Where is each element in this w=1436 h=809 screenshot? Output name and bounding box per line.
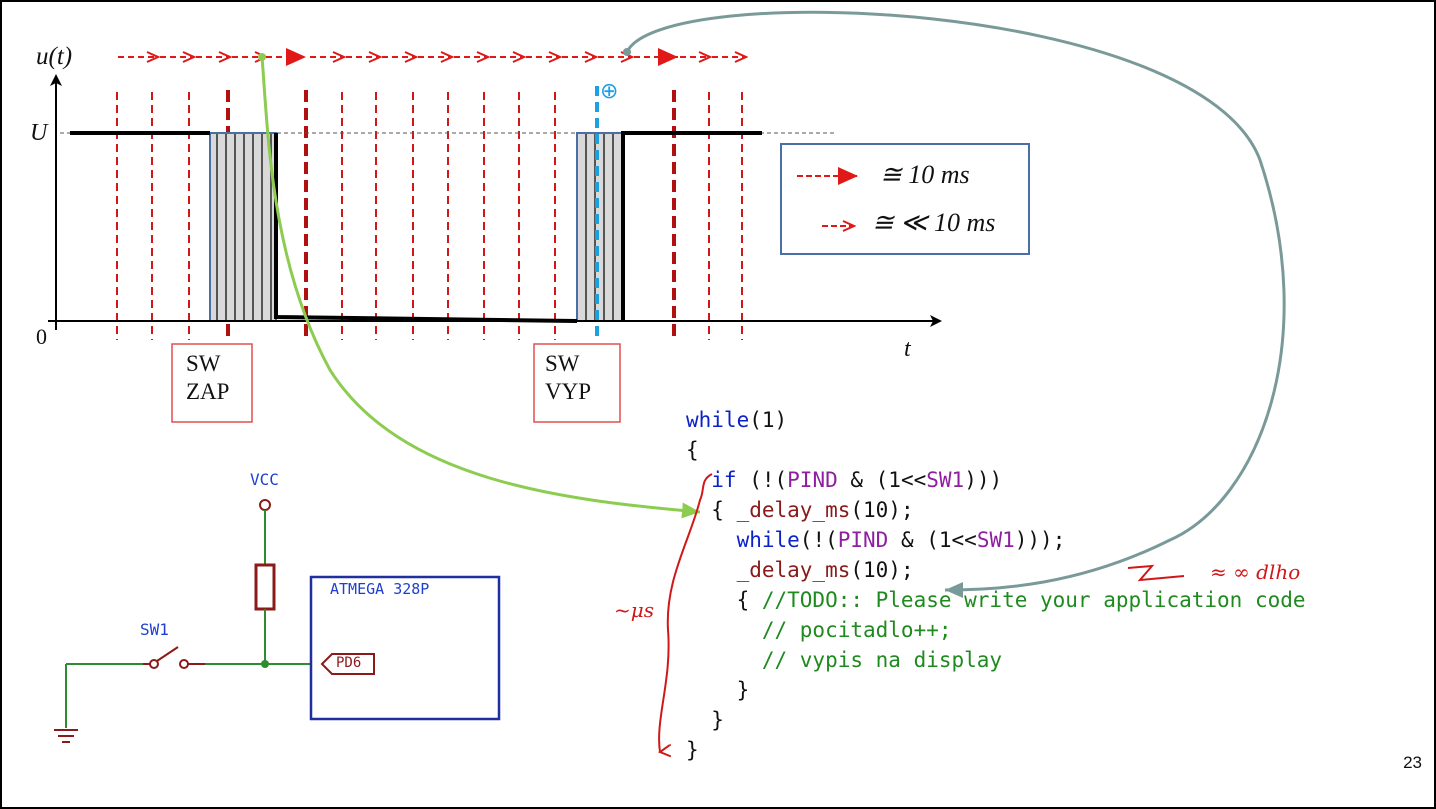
code-token: PIND bbox=[837, 528, 889, 552]
legend-item-delay: ≅ 10 ms bbox=[880, 160, 970, 189]
signal-waveform-high bbox=[621, 131, 762, 321]
code-line: _delay_ms(10); bbox=[686, 560, 914, 581]
legend-item-loop: ≅ ≪ 10 ms bbox=[872, 208, 996, 237]
code-token: { bbox=[686, 438, 699, 462]
code-line: { bbox=[686, 440, 699, 461]
switch-on-box bbox=[171, 343, 253, 423]
page-number: 23 bbox=[1403, 753, 1422, 772]
switch-off-box bbox=[533, 343, 621, 423]
code-line: } bbox=[686, 678, 750, 702]
code-token: SW1 bbox=[926, 468, 965, 492]
ground-icon bbox=[54, 729, 78, 743]
switch-on-label-line1: SW bbox=[186, 351, 221, 376]
infinite-note: ≈ ∞ dlho bbox=[1210, 560, 1301, 584]
code-token: while bbox=[686, 408, 750, 432]
y-axis-label: u(t) bbox=[36, 43, 72, 70]
x-axis-label: t bbox=[904, 336, 912, 362]
code-token: } bbox=[686, 738, 699, 762]
switch-label: SW1 bbox=[140, 620, 169, 639]
legend bbox=[780, 143, 1030, 255]
timing-diagram: ⊕ u(t) U 0 t bbox=[30, 43, 942, 423]
code-line: while(1) bbox=[686, 410, 787, 431]
code-line: { _delay_ms(10); bbox=[686, 498, 914, 522]
code-line: // pocitadlo++; bbox=[686, 620, 952, 641]
code-token: _delay_ms bbox=[736, 558, 851, 582]
gray-curve-origin bbox=[623, 48, 631, 56]
code-token: while bbox=[736, 528, 800, 552]
mcu-label: ATMEGA 328P bbox=[330, 580, 430, 598]
green-curve-arrow bbox=[260, 56, 701, 519]
legend-box bbox=[780, 143, 1030, 255]
code-token: (!( bbox=[749, 468, 788, 492]
code-token: (10); bbox=[850, 558, 914, 582]
code-line: } bbox=[686, 710, 724, 731]
switch-off-label-line2: VYP bbox=[545, 379, 592, 404]
green-curve-origin bbox=[258, 53, 266, 61]
code-line: if (!(PIND & (1<<SW1))) bbox=[686, 470, 1002, 491]
gray-curve-arrow bbox=[625, 10, 1286, 598]
switch-contact-right bbox=[179, 659, 189, 669]
schematic bbox=[54, 499, 501, 743]
code-token: PIND bbox=[787, 468, 838, 492]
switch-on-label: SW ZAP bbox=[186, 350, 229, 406]
switch-off-label-line1: SW bbox=[545, 351, 580, 376]
code-token: (1) bbox=[749, 408, 788, 432]
switch-on-label-line2: ZAP bbox=[186, 379, 230, 404]
code-token: // pocitadlo++; bbox=[686, 618, 952, 642]
level-high-label: U bbox=[30, 120, 49, 146]
us-note: ~μs bbox=[614, 598, 655, 622]
pin-tag bbox=[320, 653, 375, 675]
code-token: & (1<< bbox=[837, 468, 927, 492]
code-token bbox=[686, 528, 737, 552]
code-line: } bbox=[686, 740, 699, 761]
code-line: // vypis na display bbox=[686, 650, 1002, 671]
code-token: & (1<< bbox=[888, 528, 977, 552]
switch-off-label: SW VYP bbox=[545, 350, 591, 406]
code-token bbox=[686, 558, 737, 582]
bounce-region-on bbox=[209, 132, 277, 322]
code-token: } bbox=[686, 678, 750, 702]
switch-contact-left bbox=[149, 659, 159, 669]
code-token: (10); bbox=[850, 498, 914, 522]
code-token: { bbox=[686, 588, 762, 612]
hand-zigzag bbox=[1127, 564, 1185, 582]
hand-long-arrow bbox=[659, 473, 713, 752]
switch-blade bbox=[156, 646, 179, 662]
code-token: SW1 bbox=[976, 528, 1015, 552]
code-token: // vypis na display bbox=[686, 648, 1003, 672]
vcc-terminal bbox=[259, 499, 271, 511]
vcc-label: VCC bbox=[250, 470, 279, 489]
level-zero-label: 0 bbox=[36, 324, 47, 349]
code-token: //TODO:: Please write your application c… bbox=[761, 588, 1306, 612]
resistor bbox=[254, 563, 276, 611]
signal-waveform-low bbox=[274, 133, 578, 323]
code-token: ))); bbox=[1014, 528, 1066, 552]
code-token: if bbox=[686, 468, 750, 492]
code-line: while(!(PIND & (1<<SW1))); bbox=[686, 528, 1066, 552]
code-line: { //TODO:: Please write your application… bbox=[686, 590, 1306, 611]
mcu-box bbox=[309, 575, 501, 721]
code-token: (!( bbox=[799, 528, 838, 552]
marker-symbol: ⊕ bbox=[600, 79, 618, 104]
pin-label: PD6 bbox=[336, 655, 362, 671]
bounce-region-off bbox=[576, 132, 624, 322]
code-token: } bbox=[686, 708, 724, 732]
code-token: _delay_ms bbox=[736, 498, 851, 522]
code-token: { bbox=[686, 498, 737, 522]
code-token: ))) bbox=[964, 468, 1003, 492]
